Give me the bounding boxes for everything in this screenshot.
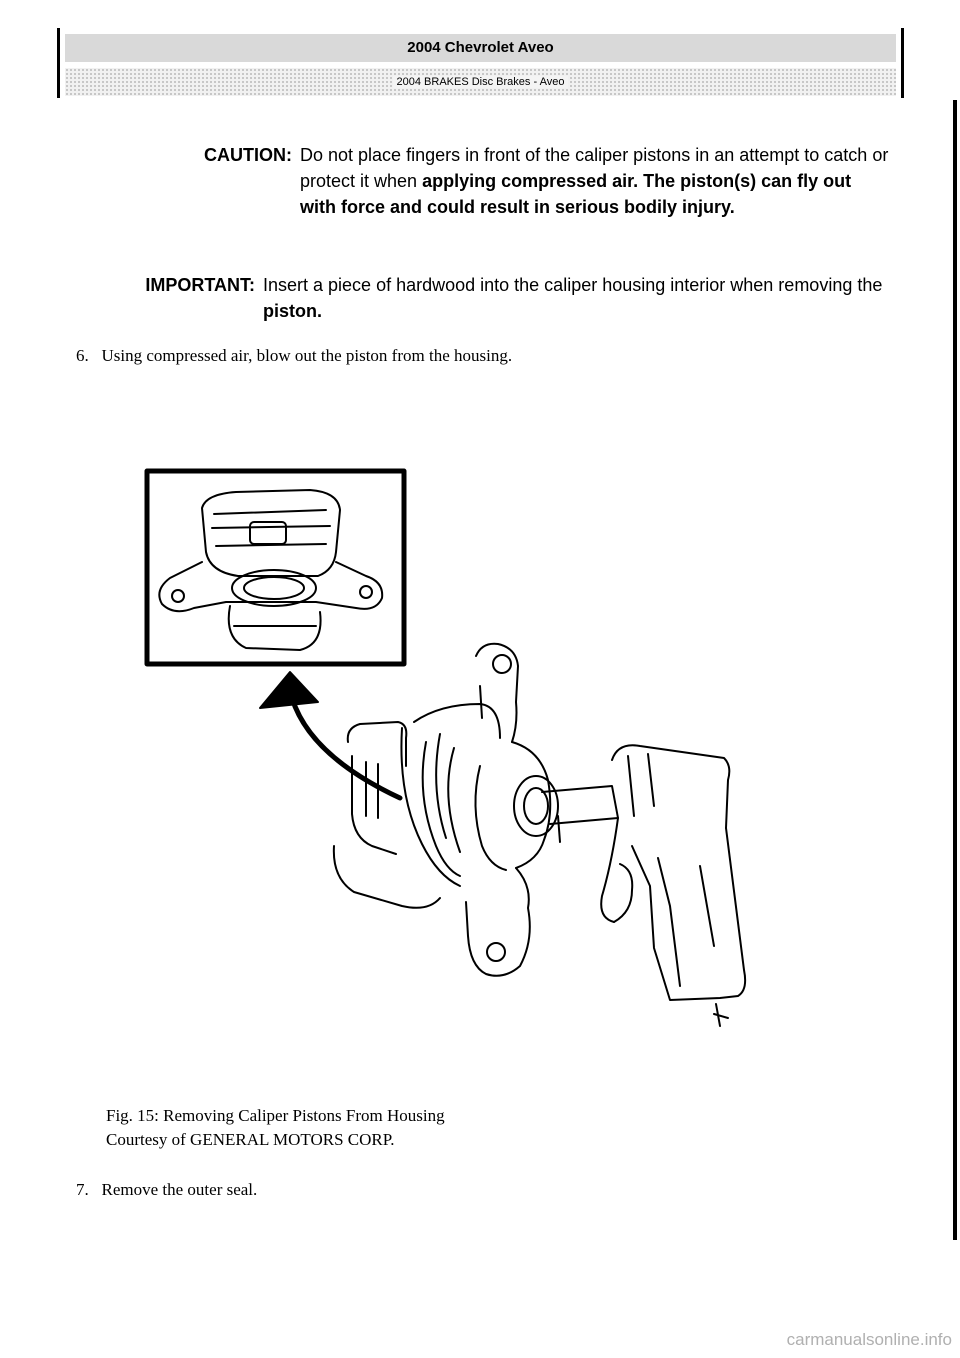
figure-caption-credit: Courtesy of GENERAL MOTORS CORP. <box>106 1130 395 1149</box>
step-number: 7. <box>76 1180 89 1199</box>
caution-text: Do not place fingers in front of the cal… <box>300 142 892 220</box>
step-text: Using compressed air, blow out the pisto… <box>101 346 513 365</box>
caution-text-bold: applying compressed air. The piston(s) c… <box>300 171 852 217</box>
figure-caliper-piston-removal <box>140 466 770 1046</box>
figure-caption-title: Fig. 15: Removing Caliper Pistons From H… <box>106 1106 445 1125</box>
step-number: 6. <box>76 346 89 365</box>
right-border-rule <box>953 100 957 1240</box>
caution-label: CAUTION: <box>204 145 292 165</box>
document-subtitle: 2004 BRAKES Disc Brakes - Aveo <box>65 68 896 96</box>
important-text-lead: Insert a piece of hardwood into the cali… <box>263 275 883 295</box>
document-title: 2004 Chevrolet Aveo <box>65 34 896 62</box>
watermark: carmanualsonline.info <box>786 1330 952 1349</box>
important-text: Insert a piece of hardwood into the cali… <box>263 272 895 324</box>
important-text-bold: piston. <box>263 301 322 321</box>
caution-text-lead: Do not place fingers in front of the cal… <box>300 145 889 191</box>
page-header: 2004 Chevrolet Aveo 2004 BRAKES Disc Bra… <box>57 28 904 98</box>
step-text: Remove the outer seal. <box>101 1180 258 1199</box>
caliper-illustration <box>144 468 747 1027</box>
document-subtitle-text: 2004 BRAKES Disc Brakes - Aveo <box>392 76 569 88</box>
important-label: IMPORTANT: <box>145 275 255 295</box>
caution-note: CAUTION: Do not place fingers in front o… <box>0 142 900 252</box>
important-note: IMPORTANT: Insert a piece of hardwood in… <box>0 272 900 328</box>
step-6: 6. Using compressed air, blow out the pi… <box>76 346 512 366</box>
step-7: 7. Remove the outer seal. <box>76 1180 257 1200</box>
figure-caption: Fig. 15: Removing Caliper Pistons From H… <box>106 1104 445 1152</box>
